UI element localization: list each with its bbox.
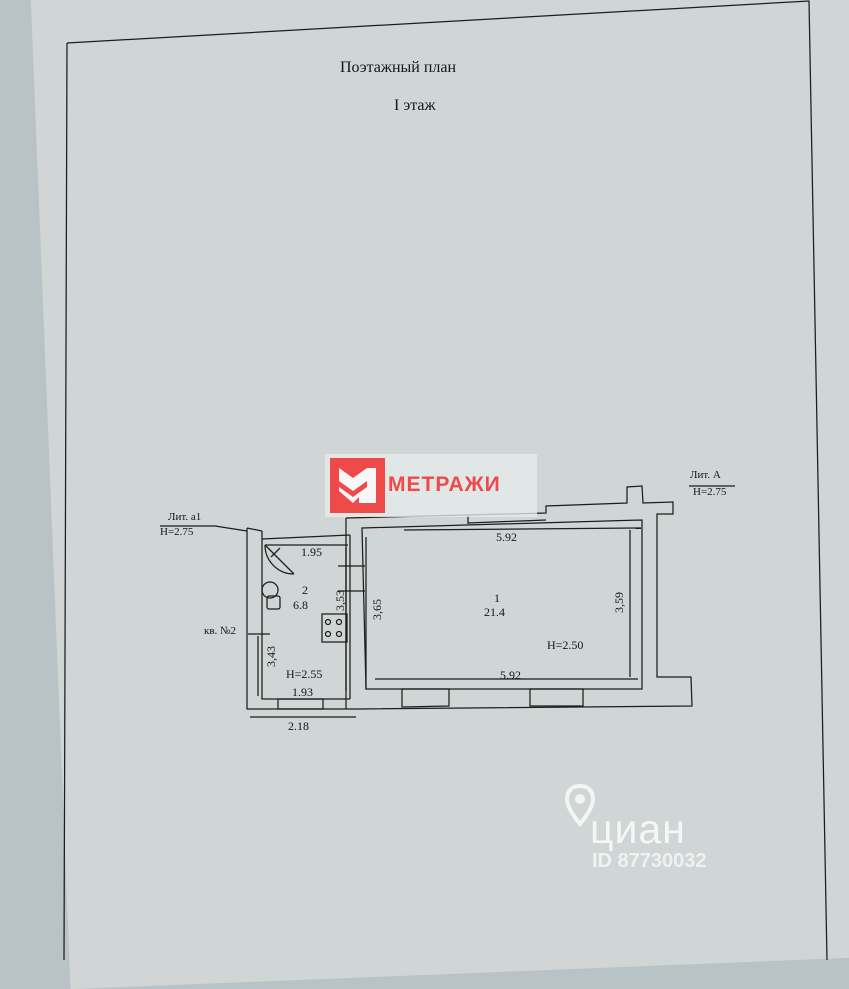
bottom-window-right [529,688,584,707]
metrazhi-logo-icon [330,458,385,513]
room2-area: 6.8 [293,598,308,612]
room2-height: H=2.55 [286,667,323,681]
dimension-bottom-small: 1.93 [292,685,313,699]
lit-a1-height: H=2.75 [160,526,194,538]
room2-top-wall [261,534,351,540]
document-title: Поэтажный план [340,59,457,76]
location-pin-icon [565,783,595,828]
room2-door-marks [338,565,365,592]
left-annex-top-wall [246,527,263,532]
dimension-room2-side: 3,53 [333,590,347,611]
dimension-right-main: 3,59 [612,592,626,613]
main-inner-wall [361,519,643,690]
lit-a-label: Лит. А [690,469,721,481]
left-label-tick [160,525,248,532]
room1-height: H=2.50 [547,638,584,652]
stove-burner-3 [324,630,332,638]
lit-a1-label: Лит. а1 [168,511,202,523]
dimension-overall-bottom: 2.18 [288,719,309,733]
room1-area: 21.4 [484,605,505,619]
dimension-top-main: 5.92 [496,530,517,544]
room2-number: 2 [302,583,308,597]
bottom-window-small [277,698,324,710]
cian-watermark: циан [590,806,686,852]
floor-title: I этаж [394,97,436,114]
stove-fixture [321,613,348,643]
corner-fixture-arc [264,544,295,575]
page-frame [63,0,828,960]
sink-fixture [261,581,279,599]
main-outer-wall [345,485,693,710]
floor-plan-drawing [63,0,828,960]
stove-burner-2 [335,618,343,626]
dimension-left-main: 3,65 [370,599,384,620]
dim-line-top [403,527,642,531]
metrazhi-watermark: МЕТРАЖИ [325,454,537,517]
dimension-left-lower: 3,43 [264,646,278,667]
stove-burner-4 [335,630,343,638]
room1-number: 1 [494,591,500,605]
dimension-room2-top: 1.95 [301,545,322,559]
apartment-label: кв. №2 [204,625,237,637]
dimension-bottom-main: 5.92 [500,668,521,682]
cian-id-watermark: ID 87730032 [592,850,707,872]
bottom-window-left [401,688,450,708]
corner-fixture-lines [264,544,295,575]
lit-a-height: H=2.75 [693,486,727,498]
basin-fixture [266,595,281,610]
stove-burner-1 [324,618,332,626]
metrazhi-watermark-text: МЕТРАЖИ [388,473,501,496]
